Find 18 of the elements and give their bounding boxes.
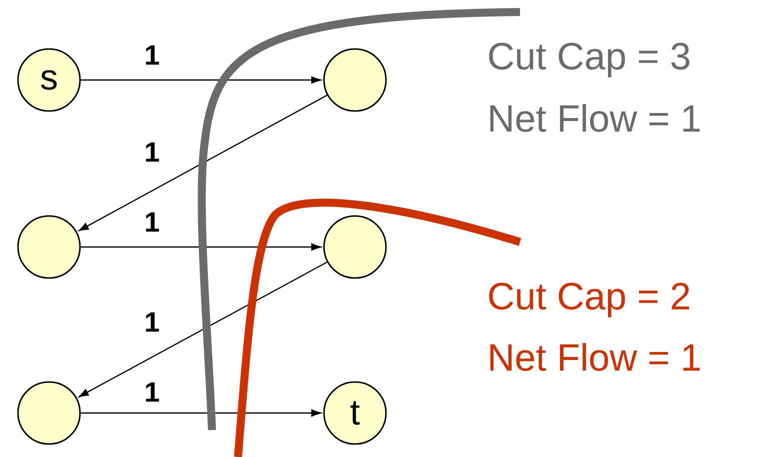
arrow [80, 409, 322, 417]
edge-label: 1 [146, 312, 159, 332]
node-circle [323, 48, 387, 112]
arrow [80, 243, 322, 251]
edge-label: 1 [146, 212, 159, 232]
cut-note: Cut Cap = 3 [489, 42, 690, 78]
arrow [78, 94, 328, 232]
node-circle [323, 215, 387, 279]
arrow [80, 76, 322, 84]
edge-label: 1 [146, 142, 159, 162]
node-circle [17, 215, 81, 279]
node-circle [17, 381, 81, 445]
edge-label: 1 [146, 382, 159, 402]
cut-note: Net Flow = 1 [490, 104, 700, 132]
edge-label: 1 [146, 45, 159, 65]
cut-note: Net Flow = 1 [490, 343, 700, 371]
arrow [78, 262, 328, 398]
cut-note: Cut Cap = 2 [489, 282, 690, 318]
